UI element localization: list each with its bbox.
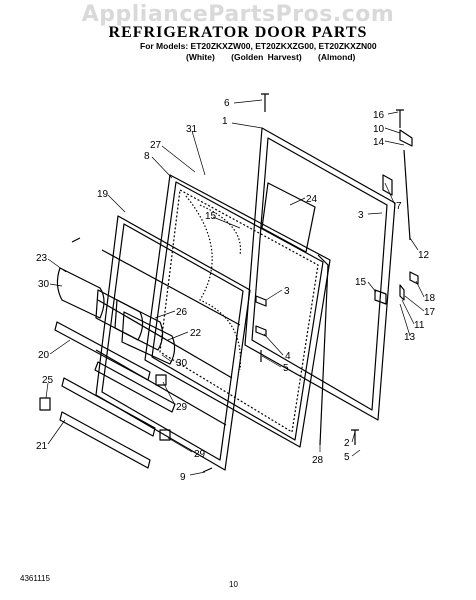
callout-4: 4 <box>285 351 291 362</box>
door-liner-part <box>95 215 251 471</box>
door-bins <box>56 267 176 413</box>
callout-3-right: 3 <box>358 210 364 221</box>
watermark: AppliancePartsPros.com <box>81 2 395 27</box>
callout-31: 31 <box>186 124 198 135</box>
callout-19: 19 <box>97 189 109 200</box>
door-frame-part <box>244 127 396 421</box>
callout-30-top: 30 <box>38 279 50 290</box>
clip-part-29b <box>159 429 171 441</box>
hinge-parts <box>317 129 419 446</box>
callout-20: 20 <box>38 350 50 361</box>
clip-part-25 <box>39 397 51 411</box>
footer-part-code: 4361115 <box>20 574 50 583</box>
callout-23: 23 <box>36 253 48 264</box>
variant-almond: (Almond) <box>318 52 356 62</box>
callout-7: 7 <box>396 201 402 212</box>
callout-labels: 6 1 31 27 8 19 15 24 23 30 26 22 30 20 2… <box>36 98 436 483</box>
callout-29-bottom: 29 <box>194 449 206 460</box>
variant-golden-harvest: (Golden Harvest) <box>231 52 302 62</box>
callout-10: 10 <box>373 124 385 135</box>
callout-15-left: 15 <box>205 211 217 222</box>
callout-22: 22 <box>190 328 202 339</box>
callout-26: 26 <box>176 307 188 318</box>
callout-27: 27 <box>150 140 162 151</box>
callout-29-top: 29 <box>176 402 188 413</box>
callout-11: 11 <box>414 320 425 331</box>
callout-3-center: 3 <box>284 286 290 297</box>
callout-5-center: 5 <box>283 363 289 374</box>
callout-14: 14 <box>373 137 385 148</box>
callout-18: 18 <box>424 293 436 304</box>
callout-2: 2 <box>344 438 350 449</box>
door-gasket-part <box>144 174 331 448</box>
callout-8: 8 <box>144 151 150 162</box>
callout-16: 16 <box>373 110 385 121</box>
clip-part-29a <box>155 374 167 386</box>
variant-white: (White) <box>186 52 215 62</box>
leader-lines <box>45 99 425 476</box>
insulation-panel <box>159 189 319 433</box>
color-variants: (White) (Golden Harvest) (Almond) <box>186 52 367 62</box>
callout-5-right: 5 <box>344 452 350 463</box>
page-number: 10 <box>229 580 238 589</box>
callout-24: 24 <box>306 194 318 205</box>
models-line: For Models: ET20ZKXZW00, ET20ZKXZG00, ET… <box>140 41 377 51</box>
screws <box>71 93 404 473</box>
callout-21: 21 <box>36 441 48 452</box>
callout-25: 25 <box>42 375 54 386</box>
callout-15-right: 15 <box>355 277 367 288</box>
inner-panel-part <box>261 182 316 253</box>
callout-6: 6 <box>224 98 230 109</box>
callout-13: 13 <box>404 332 416 343</box>
callout-1: 1 <box>222 116 228 127</box>
callout-17: 17 <box>424 307 436 318</box>
callout-9: 9 <box>180 472 186 483</box>
trim-strips <box>54 321 156 469</box>
callout-28: 28 <box>312 455 324 466</box>
page-title: REFRIGERATOR DOOR PARTS <box>108 24 368 41</box>
callout-12: 12 <box>418 250 430 261</box>
callout-30-bottom: 30 <box>176 358 188 369</box>
